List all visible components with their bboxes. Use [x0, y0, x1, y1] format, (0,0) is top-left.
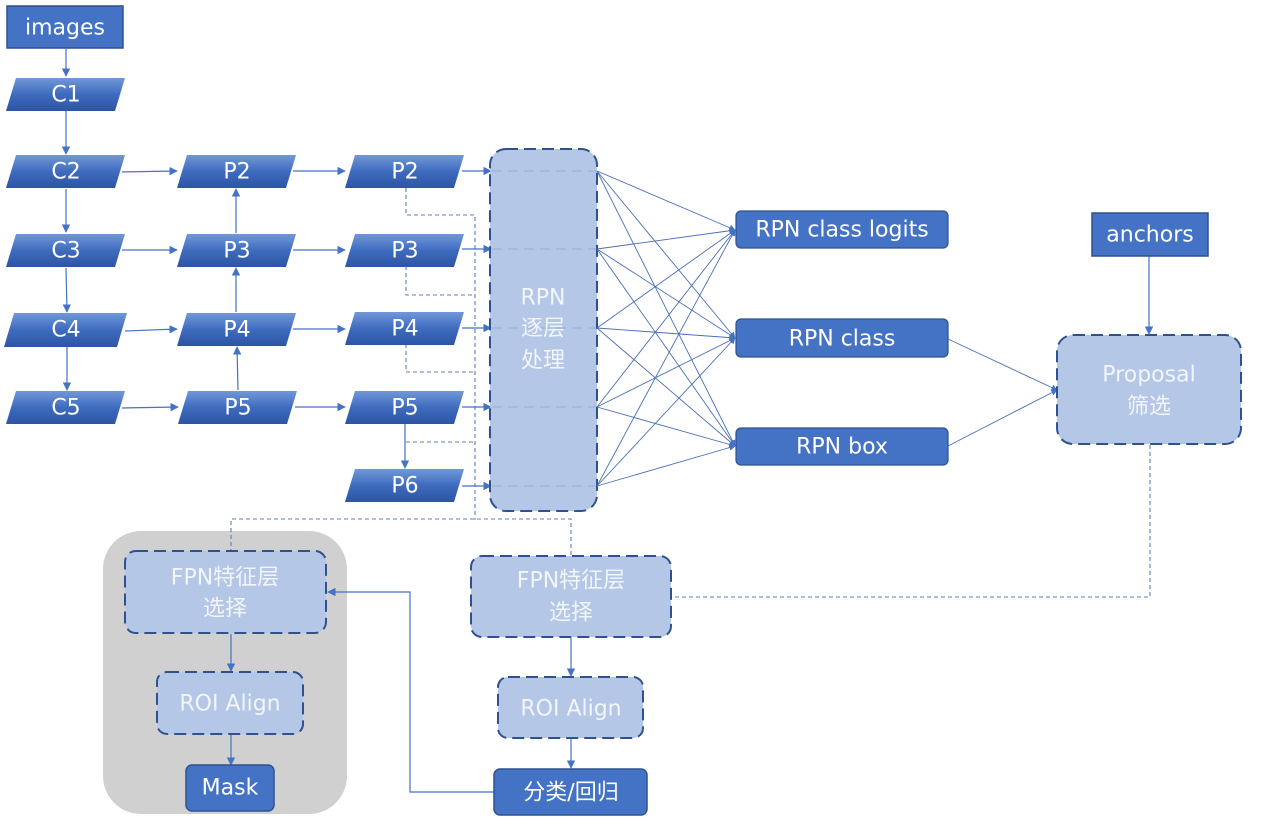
fpn-select-cls-label-1: FPN特征层 — [517, 569, 625, 594]
rpn-class-to-proposal-edge — [947, 338, 1058, 391]
c1-label: C1 — [51, 83, 80, 108]
c3-node[interactable]: C3 — [6, 234, 125, 267]
rpn-fanout-edge — [596, 229, 736, 408]
c5-node[interactable]: C5 — [6, 391, 125, 424]
rpn-fanout-edge — [596, 337, 736, 487]
cls-reg-node[interactable]: 分类/回归 — [493, 768, 648, 816]
anchors-node[interactable]: anchors — [1091, 212, 1209, 257]
rpn-fanout-edge — [596, 248, 736, 339]
p5-fpn-node[interactable]: P5 — [178, 391, 297, 424]
p2-fpn-label: P2 — [223, 160, 250, 185]
rpn-box-label: RPN box — [796, 435, 888, 460]
fpn-select-mask-label-1: FPN特征层 — [171, 566, 279, 591]
backbone-edges — [61, 49, 492, 491]
fpn-select-cls-node[interactable]: FPN特征层 选择 — [470, 555, 672, 638]
mask-label: Mask — [202, 776, 259, 801]
fpn-select-cls-label-2: 选择 — [549, 601, 593, 626]
c1-node[interactable]: C1 — [6, 78, 125, 111]
p4-fpn-label: P4 — [223, 318, 250, 343]
p5-fpn-label: P5 — [224, 396, 251, 421]
p2-fpn-node[interactable]: P2 — [177, 155, 296, 188]
p3-out-label: P3 — [391, 239, 418, 264]
proposal-label-2: 筛选 — [1127, 395, 1171, 420]
p5-out-node[interactable]: P5 — [345, 391, 464, 424]
rpn-box-node[interactable]: RPN box — [735, 427, 949, 466]
rpn-fanout-edge — [596, 327, 736, 341]
c4-label: C4 — [51, 318, 80, 343]
rpn-fanout-edge — [596, 170, 736, 339]
rpn-fanout-edge — [596, 227, 736, 250]
cls-to-fpn-mask-edge — [327, 587, 494, 793]
cls-reg-label: 分类/回归 — [523, 781, 618, 806]
rpn-box-to-proposal-edge — [947, 389, 1058, 447]
p4-out-label: P4 — [391, 317, 418, 342]
rpn-fanout-edge — [596, 248, 736, 447]
proposal-label-1: Proposal — [1102, 363, 1195, 388]
p3-fpn-label: P3 — [223, 239, 250, 264]
p2-out-node[interactable]: P2 — [345, 155, 464, 188]
rpn-fanout-edge — [596, 170, 736, 447]
roi-align-mask-node[interactable]: ROI Align — [156, 671, 304, 735]
p6-node[interactable]: P6 — [345, 469, 464, 502]
rpn-layer-box[interactable]: RPN 逐层 处理 — [489, 148, 598, 512]
proposal-filter-node[interactable]: Proposal 筛选 — [1056, 334, 1242, 445]
roi-align-mask-label: ROI Align — [179, 692, 280, 717]
rpn-fanout-edge — [596, 229, 736, 329]
images-node[interactable]: images — [6, 5, 124, 49]
mask-node[interactable]: Mask — [185, 764, 275, 812]
rpn-fanout-edge — [596, 337, 736, 408]
p4-fpn-node[interactable]: P4 — [177, 313, 296, 346]
dotted-connectors — [230, 188, 1151, 598]
p6-label: P6 — [391, 474, 418, 499]
fpn-select-mask-node[interactable]: FPN特征层 选择 — [124, 550, 327, 634]
c4-node[interactable]: C4 — [4, 313, 127, 347]
p2-out-label: P2 — [391, 160, 418, 185]
p5-out-label: P5 — [391, 396, 418, 421]
p3-fpn-node[interactable]: P3 — [177, 234, 296, 267]
roi-align-cls-node[interactable]: ROI Align — [497, 676, 644, 739]
fpn-select-mask-label-2: 选择 — [203, 597, 247, 622]
rpn-fanout-edge — [596, 170, 736, 231]
c2-label: C2 — [51, 160, 80, 185]
rpn-class-label: RPN class — [789, 327, 896, 352]
rpn-class-logits-label: RPN class logits — [755, 218, 928, 243]
rpn-fanout-edge — [596, 327, 736, 447]
rpn-class-logits-node[interactable]: RPN class logits — [735, 210, 949, 249]
c5-label: C5 — [51, 396, 80, 421]
rpn-fanout-edge — [596, 444, 736, 487]
rpn-layer-label-2: 逐层 — [521, 317, 565, 342]
rpn-layer-label-3: 处理 — [521, 349, 565, 374]
rpn-class-node[interactable]: RPN class — [735, 318, 949, 358]
roi-align-cls-label: ROI Align — [520, 697, 621, 722]
rpn-fanout-edge — [596, 406, 736, 448]
rpn-fanout-edge — [596, 229, 736, 487]
rpn-fanout-edges — [596, 170, 736, 487]
c3-label: C3 — [51, 239, 80, 264]
p4-out-node[interactable]: P4 — [345, 312, 464, 345]
images-label: images — [25, 16, 105, 41]
anchors-label: anchors — [1106, 223, 1193, 248]
c2-node[interactable]: C2 — [6, 155, 125, 188]
p3-out-node[interactable]: P3 — [345, 234, 464, 267]
rpn-layer-label-1: RPN — [520, 286, 565, 311]
